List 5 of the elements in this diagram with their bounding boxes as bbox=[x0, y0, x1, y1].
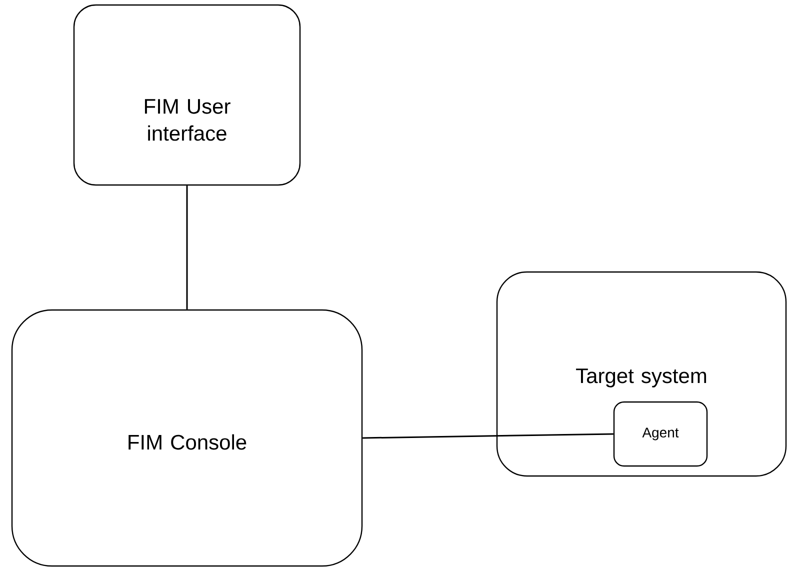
interface-box: FIM User interface bbox=[73, 4, 301, 186]
connector-line bbox=[362, 433, 614, 439]
connector-line bbox=[186, 186, 188, 310]
console-box: FIM Console bbox=[11, 309, 363, 567]
agent-box: Agent bbox=[613, 401, 708, 467]
